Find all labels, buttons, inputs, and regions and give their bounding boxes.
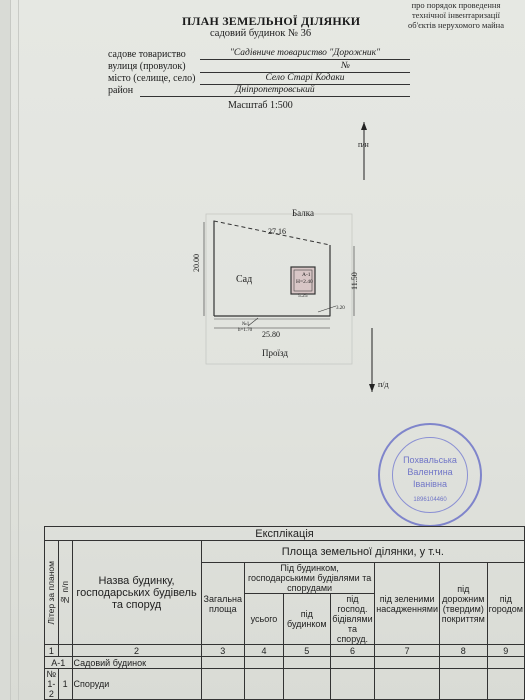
scale-label: Масштаб 1:500 (228, 100, 293, 111)
house-inner-outline (293, 269, 313, 292)
district-label: район (108, 85, 134, 96)
col-number-2: 2 (71, 644, 202, 657)
col-number-9: 9 (486, 644, 525, 657)
small-dimension-1: 3.20 (336, 306, 345, 311)
city-value: Село Старі Кодаки (200, 73, 410, 85)
col-number-5: 5 (282, 644, 331, 657)
col-number-6: 6 (329, 644, 376, 657)
stamp-number: 1896104460 (413, 497, 447, 503)
col-header-green: під зеленими насадженнями (374, 562, 441, 645)
table-caption: Експлікація (44, 526, 525, 541)
leader-line-1 (247, 317, 259, 327)
south-arrow-head (369, 384, 375, 392)
house-building (290, 266, 316, 295)
corner-note-line-1: про порядок проведення (411, 0, 501, 10)
row-2-liter: 1 (57, 668, 73, 700)
official-stamp: Похвальська Валентина Іванівна 189610446… (378, 423, 482, 527)
page-fold (18, 0, 19, 700)
col-number-1: 1 (44, 644, 59, 657)
col-number-3: 3 (200, 644, 245, 657)
page-subtitle: садовий будинок № 36 (210, 28, 312, 39)
society-value: "Садівниче товариство "Дорожник" (200, 48, 410, 60)
dimension-left: 20.00 (192, 254, 201, 272)
row-1-liter: А-1 (44, 656, 73, 669)
small-dimension-3: h=1.70 (238, 328, 253, 333)
ravine-label: Балка (292, 208, 314, 218)
building-height: Н=2.40 (296, 279, 313, 285)
building-width: 5.25 (298, 293, 308, 299)
passage-label: Проїзд (262, 348, 288, 358)
col-header-all: усього (243, 593, 284, 645)
dimension-top: 27.16 (268, 227, 286, 236)
col-header-garden: під городом (486, 562, 525, 645)
city-label: місто (селище, село) (108, 73, 196, 84)
leader-line-2 (317, 305, 337, 313)
dimension-right: 11.50 (350, 272, 359, 290)
col-number-7: 7 (374, 644, 441, 657)
row-2-name: Споруди (71, 668, 202, 700)
corner-note-line-3: об'єктів нерухомого майна (408, 20, 504, 30)
col-header-no: № п/п (57, 540, 73, 645)
col-number-4: 4 (243, 644, 284, 657)
stamp-line-1: Похвальська (403, 455, 457, 465)
small-dimension-2: №1 (242, 322, 250, 327)
col-header-name: Назва будинку, господарських будівель та… (71, 540, 202, 645)
corner-note: про порядок проведення технічної інвента… (391, 0, 521, 30)
north-label: п/н (358, 140, 369, 149)
building-code: А-1 (302, 272, 311, 278)
street-value: № (200, 61, 410, 73)
col-header-area: Площа земельної ділянки, у т.ч. (200, 540, 525, 563)
corner-note-line-2: технічної інвентаризації (411, 10, 501, 20)
col-number-8: 8 (439, 644, 488, 657)
col-header-roads: під дорожним (твердим) покриттям (439, 562, 488, 645)
row-2-no: № 1-2 (44, 668, 59, 700)
neighbour-outline (205, 213, 353, 365)
district-value: Дніпропетровський (140, 85, 410, 97)
stamp-inner-ring (392, 437, 468, 513)
page-title: ПЛАН ЗЕМЕЛЬНОЇ ДІЛЯНКИ (182, 14, 361, 28)
col-header-house: під будинком (282, 593, 331, 645)
col-header-liter: Літер за планом (44, 540, 59, 645)
street-label: вулиця (провулок) (108, 61, 186, 72)
col-header-outbuild: під господ. бідівлями та споруд. (329, 593, 376, 645)
col-header-total: Загальна площа (200, 562, 245, 645)
north-arrow-head (361, 122, 367, 130)
col-header-built: Під будинком, господарськими будівлями т… (243, 562, 376, 594)
society-label: садове товариство (108, 49, 186, 60)
stamp-line-3: Іванівна (413, 479, 447, 489)
row-1-name: Садовий будинок (71, 656, 202, 669)
stamp-line-2: Валентина (407, 467, 453, 477)
south-label: п/д (378, 380, 389, 389)
explication-table: Експлікація Літер за планом № п/п Назва … (44, 526, 525, 700)
dimension-bottom: 25.80 (262, 330, 280, 339)
garden-label: Сад (236, 274, 253, 285)
